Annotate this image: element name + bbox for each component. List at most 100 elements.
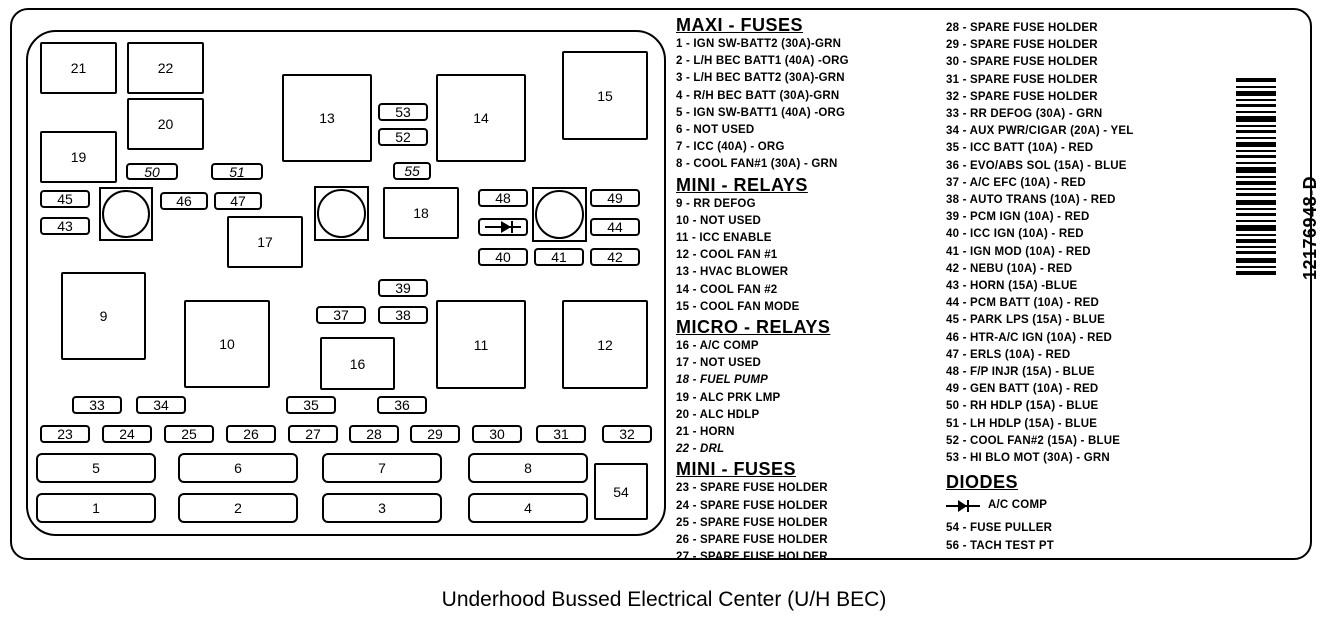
relay-21: 21 [40,42,117,94]
list-item: 15 - COOL FAN MODE [676,300,800,313]
list-item: 19 - ALC PRK LMP [676,391,781,404]
fuse-puller-54: 54 [594,463,648,520]
list-item: 8 - COOL FAN#1 (30A) - GRN [676,158,838,171]
list-item: 50 - RH HDLP (15A) - BLUE [946,400,1099,413]
label-border [10,8,1312,560]
connector-stud-3 [535,190,584,239]
connector-stud-2 [317,189,366,238]
list-item: 49 - GEN BATT (10A) - RED [946,383,1099,396]
list-item: 31 - SPARE FUSE HOLDER [946,73,1098,86]
list-item: 27 - SPARE FUSE HOLDER [676,551,828,564]
connector-stud-1 [102,190,150,238]
fuse-33: 33 [72,396,122,414]
list-item: 33 - RR DEFOG (30A) - GRN [946,108,1103,121]
list-item: 43 - HORN (15A) -BLUE [946,280,1078,293]
legend-left: MAXI - FUSES 1 - IGN SW-BATT2 (30A)-GRN … [676,14,946,566]
fuse-45: 45 [40,190,90,208]
list-item: 44 - PCM BATT (10A) - RED [946,297,1100,310]
fuse-24: 24 [102,425,152,443]
list-item: 2 - L/H BEC BATT1 (40A) -ORG [676,55,849,68]
list-item: 10 - NOT USED [676,214,762,227]
list-item: 22 - DRL [676,443,725,456]
maxi-fuse-7: 7 [322,453,442,483]
list-item: 37 - A/C EFC (10A) - RED [946,176,1086,189]
maxi-fuse-8: 8 [468,453,588,483]
fuse-51: 51 [211,163,263,180]
fuse-29: 29 [410,425,460,443]
legend-right: 28 - SPARE FUSE HOLDER 29 - SPARE FUSE H… [946,20,1226,555]
fuse-44: 44 [590,218,640,236]
fuse-34: 34 [136,396,186,414]
fuse-39: 39 [378,279,428,297]
relay-16: 16 [320,337,395,390]
list-item: 39 - PCM IGN (10A) - RED [946,211,1090,224]
list-item: 13 - HVAC BLOWER [676,266,789,279]
list-item: 51 - LH HDLP (15A) - BLUE [946,417,1098,430]
diode-slot [478,218,528,236]
mini-fuses-heading: MINI - FUSES [676,459,797,480]
list-item: 3 - L/H BEC BATT2 (30A)-GRN [676,72,845,85]
fuse-25: 25 [164,425,214,443]
diode-label: A/C COMP [988,499,1048,512]
fuse-37: 37 [316,306,366,324]
list-item: 32 - SPARE FUSE HOLDER [946,90,1098,103]
list-item: 18 - FUEL PUMP [676,374,769,387]
list-item: 34 - AUX PWR/CIGAR (20A) - YEL [946,125,1134,138]
list-item: 1 - IGN SW-BATT2 (30A)-GRN [676,38,842,50]
fuse-28: 28 [349,425,399,443]
fuse-36: 36 [377,396,427,414]
fuse-50: 50 [126,163,178,180]
fuse-40: 40 [478,248,528,266]
maxi-fuses-heading: MAXI - FUSES [676,15,804,35]
fuse-27: 27 [288,425,338,443]
maxi-fuse-4: 4 [468,493,588,523]
maxi-fuses-list: 1 - IGN SW-BATT2 (30A)-GRN 2 - L/H BEC B… [676,36,946,174]
relay-12: 12 [562,300,648,389]
list-item: 17 - NOT USED [676,357,762,370]
fuse-46: 46 [160,192,208,210]
list-item: 40 - ICC IGN (10A) - RED [946,228,1084,241]
maxi-fuse-1: 1 [36,493,156,523]
fuse-block-outline [26,30,666,536]
list-item: 21 - HORN [676,426,735,439]
list-item: 6 - NOT USED [676,124,755,137]
list-item: 26 - SPARE FUSE HOLDER [676,534,828,547]
mini-relays-heading: MINI - RELAYS [676,174,808,195]
extra-list: 54 - FUSE PULLER 56 - TACH TEST PT [946,520,1226,554]
list-item: 48 - F/P INJR (15A) - BLUE [946,366,1095,379]
relay-11: 11 [436,300,526,389]
fuse-41: 41 [534,248,584,266]
micro-relays-list: 16 - A/C COMP 17 - NOT USED 18 - FUEL PU… [676,338,946,458]
fuse-42: 42 [590,248,640,266]
maxi-fuse-2: 2 [178,493,298,523]
list-item: 25 - SPARE FUSE HOLDER [676,516,828,529]
fuse-31: 31 [536,425,586,443]
maxi-fuse-6: 6 [178,453,298,483]
fuse-26: 26 [226,425,276,443]
list-item: 41 - IGN MOD (10A) - RED [946,245,1091,258]
list-item: 5 - IGN SW-BATT1 (40A) -ORG [676,106,846,119]
list-item: 38 - AUTO TRANS (10A) - RED [946,194,1116,207]
fuse-53: 53 [378,103,428,121]
maxi-fuse-5: 5 [36,453,156,483]
caption: Underhood Bussed Electrical Center (U/H … [441,588,887,611]
relay-22: 22 [127,42,204,94]
list-item: 47 - ERLS (10A) - RED [946,348,1071,361]
relay-17: 17 [227,216,303,268]
maxi-fuse-3: 3 [322,493,442,523]
fuse-32: 32 [602,425,652,443]
diode-symbol-icon [946,499,980,512]
list-item: 24 - SPARE FUSE HOLDER [676,499,828,512]
relay-14: 14 [436,74,526,162]
fuse-47: 47 [214,192,262,210]
fuse-list-right: 28 - SPARE FUSE HOLDER 29 - SPARE FUSE H… [946,20,1226,467]
list-item: 46 - HTR-A/C IGN (10A) - RED [946,331,1112,344]
relay-18: 18 [383,187,459,239]
fuse-30: 30 [472,425,522,443]
fuse-43: 43 [40,217,90,235]
micro-relays-heading: MICRO - RELAYS [676,317,831,338]
mini-fuses-list: 23 - SPARE FUSE HOLDER 24 - SPARE FUSE H… [676,480,946,566]
list-item: 56 - TACH TEST PT [946,539,1054,552]
relay-9: 9 [61,272,146,360]
fuse-55: 55 [393,162,431,180]
